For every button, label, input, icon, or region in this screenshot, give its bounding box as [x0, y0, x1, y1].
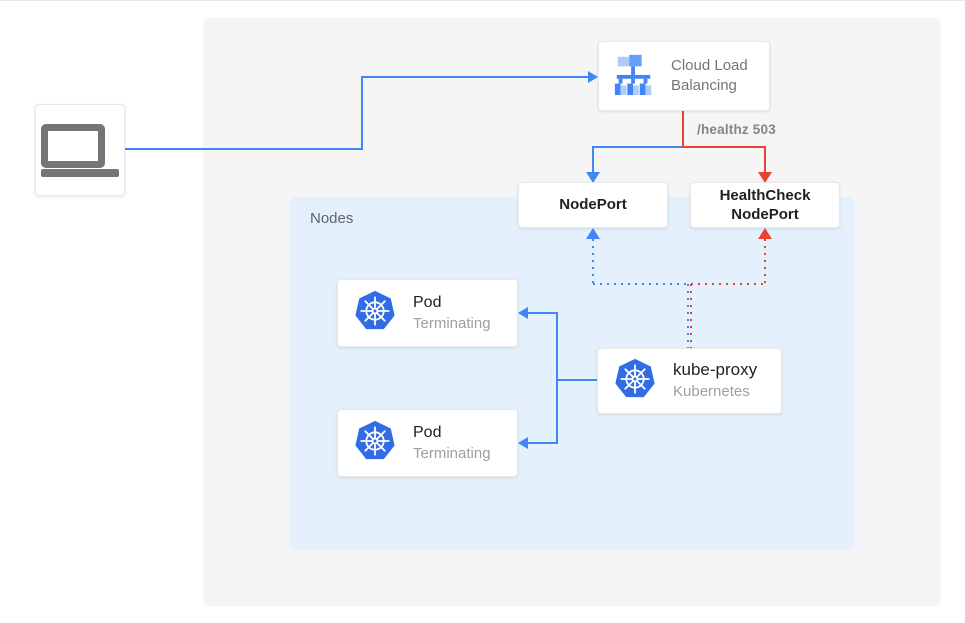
edge-kubeproxy-out-h	[557, 379, 597, 381]
edge-kubeproxy-nodeport-dotted-v	[592, 239, 594, 284]
arrowhead-into-pod2	[518, 437, 528, 449]
edge-client-to-clb-h2	[361, 76, 588, 78]
arrowhead-into-pod1	[518, 307, 528, 319]
cloud-load-balancing-node: Cloud Load Balancing	[598, 41, 770, 111]
edge-kubeproxy-healthcheck-dotted-h	[691, 283, 766, 285]
arrowhead-into-nodeport	[586, 172, 600, 183]
arrowhead-kubeproxy-to-healthcheck	[758, 228, 772, 239]
edge-kubeproxy-nodeport-dotted-h	[593, 283, 688, 285]
client-node	[35, 104, 125, 196]
nodeport-label: NodePort	[559, 196, 627, 214]
pod2-title: Pod	[413, 424, 442, 442]
kube-proxy-title: kube-proxy	[673, 360, 758, 380]
edge-client-to-clb-h1	[125, 148, 362, 150]
nodeport-node: NodePort	[518, 182, 668, 228]
healthz-503-annotation: /healthz 503	[697, 122, 776, 137]
kubernetes-icon	[353, 289, 397, 338]
edge-to-pod2-h	[528, 442, 557, 444]
laptop-icon	[41, 123, 119, 177]
kube-proxy-subtitle: Kubernetes	[673, 383, 750, 401]
pod-node-1: Pod Terminating	[337, 279, 518, 347]
pod1-title: Pod	[413, 294, 442, 312]
edge-clb-down-red	[682, 111, 684, 148]
edge-kubeproxy-stem-dotted-blue	[687, 284, 689, 348]
edge-kubeproxy-healthcheck-dotted-v	[764, 239, 766, 284]
edge-split-right-red	[682, 146, 766, 148]
edge-kubeproxy-pods-v	[556, 312, 558, 444]
edge-to-nodeport-v	[592, 148, 594, 174]
edge-client-to-clb-v	[361, 76, 363, 150]
arrowhead-kubeproxy-to-nodeport	[586, 228, 600, 239]
pod1-status: Terminating	[413, 314, 491, 332]
healthcheck-nodeport-node: HealthCheck NodePort	[690, 182, 840, 228]
healthcheck-nodeport-label: HealthCheck NodePort	[719, 186, 811, 224]
edge-kubeproxy-stem-dotted-red	[690, 284, 692, 348]
arrowhead-into-healthcheck	[758, 172, 772, 183]
pod2-status: Terminating	[413, 444, 491, 462]
edge-split-left-blue	[592, 146, 684, 148]
nodes-panel-label: Nodes	[310, 210, 354, 227]
arrowhead-into-clb	[588, 71, 598, 83]
pod-node-2: Pod Terminating	[337, 409, 518, 477]
load-balancer-icon	[611, 52, 657, 101]
edge-to-healthcheck-v	[764, 148, 766, 174]
kube-proxy-node: kube-proxy Kubernetes	[597, 348, 782, 414]
edge-to-pod1-h	[528, 312, 557, 314]
cloud-load-balancing-label: Cloud Load Balancing	[671, 56, 748, 94]
kubernetes-icon	[353, 419, 397, 468]
kubernetes-icon	[613, 357, 657, 406]
